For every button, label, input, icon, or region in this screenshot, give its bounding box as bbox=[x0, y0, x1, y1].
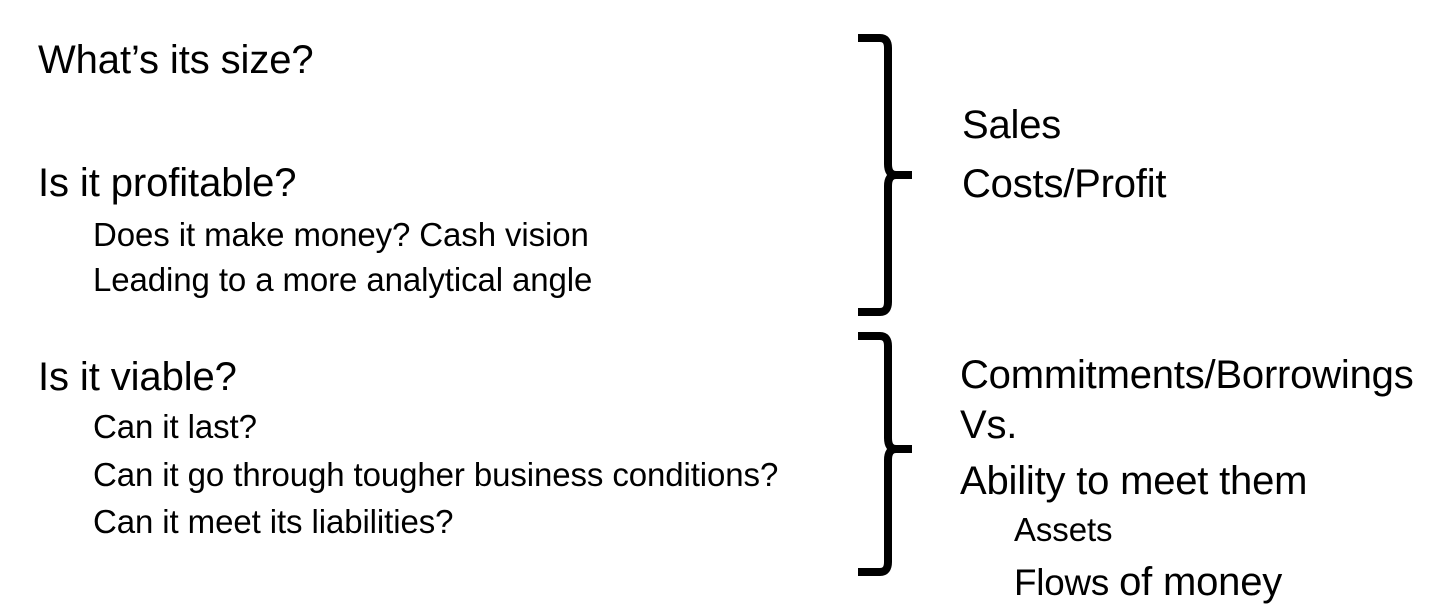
heading-is-it-viable: Is it viable? bbox=[38, 355, 237, 399]
right-line-costs-profit: Costs/Profit bbox=[962, 162, 1167, 206]
right-line-commitments-borrowings: Commitments/Borrowings bbox=[960, 353, 1414, 397]
subitem-does-it-make-money: Does it make money? Cash vision bbox=[93, 216, 589, 253]
subitem-meet-its-liabilities: Can it meet its liabilities? bbox=[93, 503, 454, 540]
subitem-leading-to-analytical-angle: Leading to a more analytical angle bbox=[93, 261, 593, 298]
heading-whats-its-size: What’s its size? bbox=[38, 38, 314, 82]
of-money-words: of money bbox=[1119, 560, 1283, 604]
right-line-ability-to-meet-them: Ability to meet them bbox=[960, 459, 1308, 503]
flows-word: Flows bbox=[1014, 562, 1120, 603]
right-line-sales: Sales bbox=[962, 103, 1062, 147]
right-subitem-assets: Assets bbox=[1014, 511, 1113, 548]
heading-is-it-profitable: Is it profitable? bbox=[38, 161, 297, 205]
subitem-can-it-last: Can it last? bbox=[93, 408, 257, 445]
bracket-bottom-icon bbox=[858, 330, 918, 580]
right-line-vs: Vs. bbox=[960, 403, 1018, 447]
subitem-tougher-business-conditions: Can it go through tougher business condi… bbox=[93, 456, 779, 493]
bracket-top-icon bbox=[858, 32, 918, 322]
right-subitem-flows-of-money: Flows of money bbox=[1014, 562, 1282, 602]
